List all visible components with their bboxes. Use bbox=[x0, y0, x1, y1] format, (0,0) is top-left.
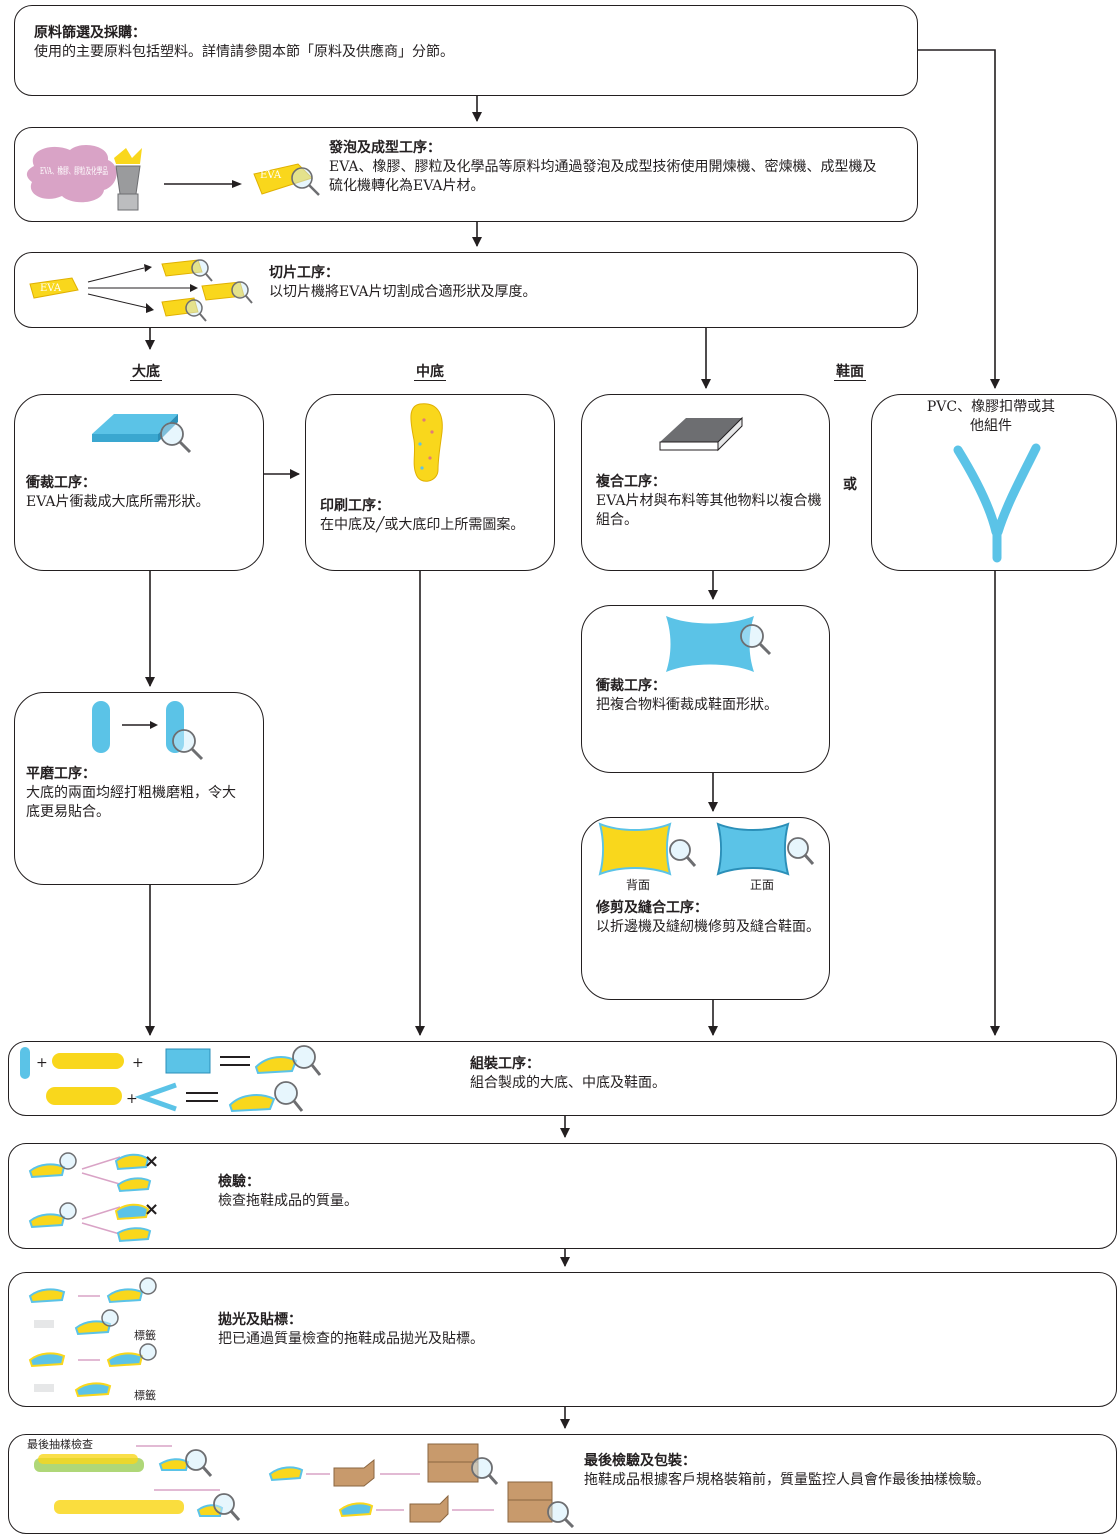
step-print-desc: 在中底及╱或大底印上所需圖案。 bbox=[320, 517, 525, 533]
eva-mix-text: EVA、橡膠、膠粒及化學品 bbox=[40, 165, 108, 177]
cut-upper-illustration bbox=[666, 616, 772, 672]
step-polish-title: 拋光及貼標： bbox=[218, 1312, 302, 1328]
label-sampling: 最後抽樣檢查 bbox=[27, 1438, 93, 1451]
step-final-desc: 拖鞋成品根據客戶規格裝箱前，質量監控人員會作最後抽樣檢驗。 bbox=[584, 1472, 990, 1488]
step-inspect-desc: 檢查拖鞋成品的質量。 bbox=[218, 1193, 358, 1209]
step-foam-desc: EVA、橡膠、膠粒及化學品等原料均通過發泡及成型技術使用開煉機、密煉機、成型機及… bbox=[329, 159, 877, 194]
step-inspect-title: 檢驗： bbox=[218, 1174, 260, 1190]
step-raw-desc: 使用的主要原料包括塑料。詳情請參閱本節「原料及供應商」分節。 bbox=[34, 44, 454, 60]
pvc-strap-illustration bbox=[953, 443, 1041, 563]
eva-sheet-text: EVA bbox=[260, 170, 282, 181]
step-grind-desc: 大底的兩面均經打粗機磨粗，令大底更易貼合。 bbox=[26, 785, 236, 820]
box-polish bbox=[8, 1272, 1117, 1407]
step-assemble: 組裝工序： 組合製成的大底、中底及鞋面。 bbox=[470, 1055, 1070, 1093]
step-cut-upper-desc: 把複合物料衝裁成鞋面形狀。 bbox=[596, 697, 778, 713]
step-slice-title: 切片工序： bbox=[269, 265, 339, 281]
composite-illustration bbox=[659, 416, 743, 452]
step-trim-desc: 以折邊機及縫紉機修剪及縫合鞋面。 bbox=[596, 919, 820, 935]
step-final: 最後檢驗及包裝： 拖鞋成品根據客戶規格裝箱前，質量監控人員會作最後抽樣檢驗。 bbox=[584, 1452, 1104, 1490]
cut-sole-illustration bbox=[92, 414, 192, 454]
step-polish-desc: 把已通過質量檢查的拖鞋成品拋光及貼標。 bbox=[218, 1331, 484, 1347]
label-outsole: 大底 bbox=[130, 364, 162, 381]
label-upper: 鞋面 bbox=[834, 364, 866, 381]
slice-eva-text: EVA bbox=[40, 283, 62, 294]
label-tag-2: 標籤 bbox=[134, 1389, 156, 1402]
svg-text:×: × bbox=[144, 1199, 159, 1220]
step-cut-upper-title: 衝裁工序： bbox=[596, 678, 666, 694]
trim-illustration bbox=[598, 822, 815, 876]
step-assemble-desc: 組合製成的大底、中底及鞋面。 bbox=[470, 1075, 666, 1091]
step-inspect: 檢驗： 檢查拖鞋成品的質量。 bbox=[218, 1173, 818, 1211]
assemble-illustration: + + + bbox=[20, 1045, 322, 1113]
box-raw bbox=[14, 5, 918, 96]
step-final-title: 最後檢驗及包裝： bbox=[584, 1453, 696, 1469]
step-trim-title: 修剪及縫合工序： bbox=[596, 900, 708, 916]
label-back: 背面 bbox=[626, 878, 651, 892]
step-print: 印刷工序： 在中底及╱或大底印上所需圖案。 bbox=[320, 497, 544, 535]
step-trim: 修剪及縫合工序： 以折邊機及縫紉機修剪及縫合鞋面。 bbox=[596, 899, 822, 937]
grind-illustration bbox=[92, 701, 204, 761]
inspect-illustration: × × bbox=[28, 1151, 159, 1243]
svg-text:×: × bbox=[144, 1151, 159, 1172]
step-grind-title: 平磨工序： bbox=[26, 766, 96, 782]
step-cut-sole-title: 衝裁工序： bbox=[26, 475, 96, 491]
step-cut-upper: 衝裁工序： 把複合物料衝裁成鞋面形狀。 bbox=[596, 677, 822, 715]
final-illustration bbox=[34, 1443, 575, 1528]
label-tag-1: 標籤 bbox=[134, 1329, 156, 1342]
step-polish: 拋光及貼標： 把已通過質量檢查的拖鞋成品拋光及貼標。 bbox=[218, 1311, 918, 1349]
label-front: 正面 bbox=[750, 878, 775, 892]
step-slice: 切片工序： 以切片機將EVA片切割成合適形狀及厚度。 bbox=[269, 264, 869, 302]
label-pvc: PVC、橡膠扣帶或其他組件 bbox=[926, 399, 1056, 434]
label-midsole: 中底 bbox=[414, 364, 446, 381]
box-inspect bbox=[8, 1143, 1117, 1249]
arrow-raw-to-pvc bbox=[918, 49, 1000, 389]
box-foam bbox=[14, 127, 918, 222]
label-or: 或 bbox=[843, 477, 857, 493]
polish-illustration bbox=[28, 1277, 157, 1398]
svg-text:+: + bbox=[132, 1055, 144, 1071]
step-grind: 平磨工序： 大底的兩面均經打粗機磨粗，令大底更易貼合。 bbox=[26, 765, 236, 822]
step-composite-title: 複合工序： bbox=[596, 474, 666, 490]
step-composite-desc: EVA片材與布料等其他物料以複合機組合。 bbox=[596, 493, 822, 528]
step-foam-title: 發泡及成型工序： bbox=[329, 140, 441, 156]
step-foam: 發泡及成型工序： EVA、橡膠、膠粒及化學品等原料均通過發泡及成型技術使用開煉機… bbox=[329, 139, 889, 196]
box-grind bbox=[14, 692, 264, 885]
print-illustration bbox=[410, 403, 443, 482]
step-raw-title: 原料篩選及採購： bbox=[34, 25, 146, 41]
step-composite: 複合工序： EVA片材與布料等其他物料以複合機組合。 bbox=[596, 473, 822, 530]
svg-text:+: + bbox=[126, 1091, 138, 1107]
step-raw: 原料篩選及採購： 使用的主要原料包括塑料。詳情請參閱本節「原料及供應商」分節。 bbox=[34, 24, 894, 62]
foam-illustration: EVA、橡膠、膠粒及化學品 EVA bbox=[26, 145, 320, 211]
step-print-title: 印刷工序： bbox=[320, 498, 390, 514]
step-assemble-title: 組裝工序： bbox=[470, 1056, 540, 1072]
slice-illustration: EVA bbox=[29, 259, 253, 322]
step-cut-sole-desc: EVA片衝裁成大底所需形狀。 bbox=[26, 494, 210, 510]
step-cut-sole: 衝裁工序： EVA片衝裁成大底所需形狀。 bbox=[26, 474, 256, 512]
svg-text:+: + bbox=[36, 1055, 48, 1071]
step-slice-desc: 以切片機將EVA片切割成合適形狀及厚度。 bbox=[269, 284, 537, 300]
